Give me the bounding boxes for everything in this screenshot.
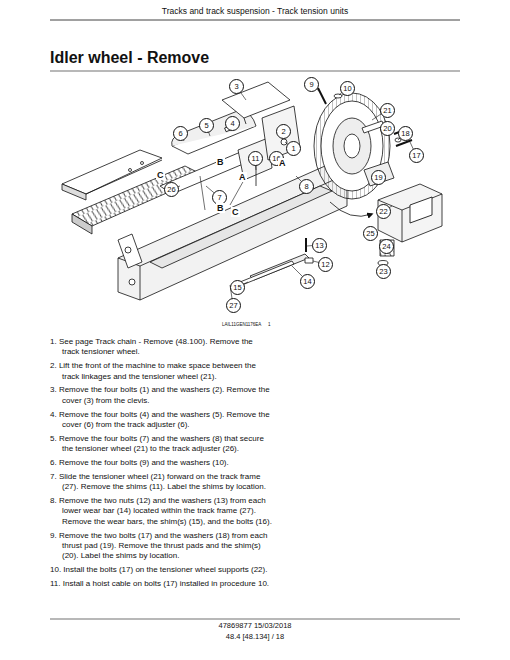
callout-number: 17 [409, 148, 424, 163]
callout-number: 4 [225, 116, 240, 131]
callout-number: 8 [299, 179, 314, 194]
callout-number: 25 [363, 226, 378, 241]
figure-number: 1 [268, 322, 271, 327]
procedure-step: 11. Install a hoist cable on bolts (17) … [50, 579, 272, 589]
callout-number: 11 [248, 151, 263, 166]
callout-number: 15 [230, 280, 245, 295]
callout-number: 24 [379, 239, 394, 254]
callout-number: 26 [164, 182, 179, 197]
callout-number: 12 [318, 257, 333, 272]
callout-number: 22 [376, 204, 391, 219]
callout-number: 27 [226, 298, 241, 313]
footer-page-number: 48.4 [48.134] / 18 [0, 632, 510, 641]
section-letter: A [278, 158, 287, 168]
procedure-step: 1. See page Track chain - Remove (48.100… [50, 337, 272, 358]
procedure-step: 9. Remove the two bolts (17) and the was… [50, 531, 272, 562]
procedure-step: 7. Slide the tensioner wheel (21) forwar… [50, 472, 272, 493]
callout-number: 9 [304, 77, 319, 92]
callout-number: 10 [340, 81, 355, 96]
callout-number: 23 [376, 264, 391, 279]
callout-number: 20 [380, 121, 395, 136]
callout-number: 14 [300, 274, 315, 289]
section-letter: B [216, 203, 225, 213]
callout-number: 1 [286, 141, 301, 156]
callout-number: 21 [380, 103, 395, 118]
procedure-step: 5. Remove the four bolts (7) and the was… [50, 434, 272, 455]
callout-number: 2 [276, 124, 291, 139]
callout-number: 19 [371, 170, 386, 185]
running-header: Tracks and track suspension - Track tens… [0, 6, 510, 16]
procedure-step: 2. Lift the front of the machine to make… [50, 361, 272, 382]
callout-number: 6 [173, 126, 188, 141]
figure-code: LAIL11GEN1176EA [222, 322, 261, 327]
procedure-step: 10. Install the bolts (17) on the tensio… [50, 565, 272, 575]
callout-number: 13 [312, 238, 327, 253]
callout-number: 3 [229, 79, 244, 94]
section-letter: B [216, 157, 225, 167]
step-list: 1. See page Track chain - Remove (48.100… [50, 337, 272, 593]
callout-number: 18 [398, 126, 413, 141]
procedure-step: 6. Remove the four bolts (9) and the was… [50, 458, 272, 468]
procedure-step: 4. Remove the four bolts (4) and the was… [50, 410, 272, 431]
footer-doc-number: 47869877 15/03/2018 [0, 621, 510, 630]
procedure-step: 8. Remove the two nuts (12) and the wash… [50, 496, 272, 527]
section-letter: C [156, 170, 165, 180]
section-letter: C [231, 207, 240, 217]
section-letter: A [238, 172, 247, 182]
procedure-step: 3. Remove the four bolts (1) and the was… [50, 385, 272, 406]
callout-number: 5 [199, 118, 214, 133]
page-title: Idler wheel - Remove [50, 49, 209, 67]
